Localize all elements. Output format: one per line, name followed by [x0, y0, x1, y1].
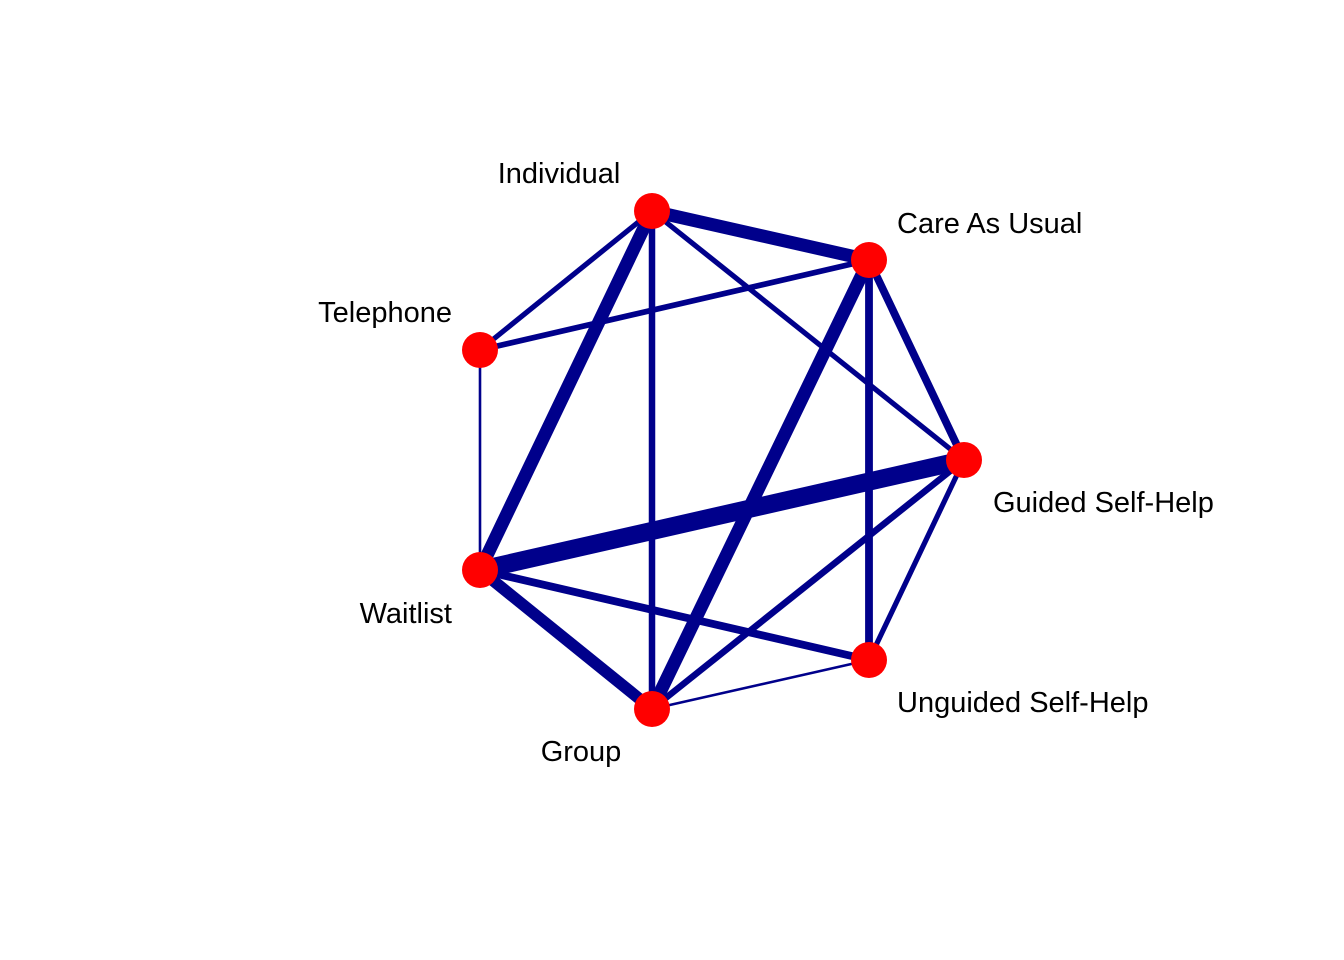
node-telephone: [462, 332, 498, 368]
node-label-guided: Guided Self-Help: [993, 487, 1214, 519]
edge-waitlist-group: [476, 565, 656, 714]
edge-group-guided: [649, 457, 967, 712]
edge-individual-guided: [650, 208, 966, 463]
edge-individual-telephone: [478, 208, 654, 353]
edge-care-guided: [865, 258, 968, 462]
node-care: [851, 242, 887, 278]
edge-care-group: [646, 257, 875, 712]
node-unguided: [851, 642, 887, 678]
edge-guided-unguided: [866, 458, 967, 662]
node-label-individual: Individual: [498, 158, 621, 190]
edge-individual-waitlist: [474, 208, 658, 573]
node-group: [634, 691, 670, 727]
node-individual: [634, 193, 670, 229]
edge-care-telephone: [479, 257, 870, 353]
node-label-care: Care As Usual: [897, 208, 1082, 240]
node-label-waitlist: Waitlist: [360, 598, 452, 630]
node-label-unguided: Unguided Self-Help: [897, 687, 1148, 719]
node-label-telephone: Telephone: [318, 297, 452, 329]
node-label-group: Group: [541, 736, 622, 768]
node-waitlist: [462, 552, 498, 588]
node-guided: [946, 442, 982, 478]
edge-individual-care: [650, 204, 871, 267]
edge-waitlist-guided: [477, 451, 967, 579]
nodes-layer: [462, 193, 982, 727]
edge-waitlist-unguided: [479, 566, 870, 664]
edge-group-unguided: [651, 658, 870, 711]
edges-layer: [474, 204, 968, 714]
